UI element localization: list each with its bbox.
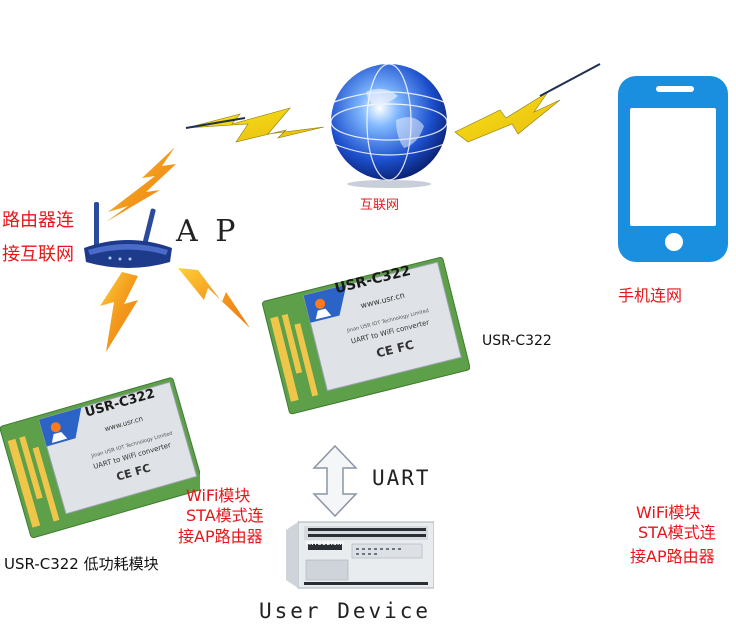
sta-label-right-line2: STA模式连 xyxy=(638,523,716,542)
lightning-bolt-router-bottom xyxy=(100,272,138,352)
ap-label: A P xyxy=(176,214,240,249)
lightning-bolt-router-top xyxy=(106,147,176,222)
user-device-label: User Device xyxy=(259,599,432,623)
wifi-router-icon xyxy=(84,202,172,268)
plc-user-device-icon xyxy=(286,521,434,589)
module-top-label: USR-C322 xyxy=(482,333,552,349)
smartphone-icon xyxy=(618,76,728,262)
sta-label-right-line1: WiFi模块 xyxy=(636,503,701,522)
sta-label-center-line2: STA模式连 xyxy=(186,506,264,525)
wifi-module-bottom xyxy=(0,377,200,539)
uart-label: UART xyxy=(372,466,431,490)
wifi-module-top xyxy=(262,256,470,415)
phone-label: 手机连网 xyxy=(618,286,683,305)
plc-brand: MITSUBISHI xyxy=(306,541,345,547)
internet-globe-icon xyxy=(330,63,448,188)
sta-label-center-line3: 接AP路由器 xyxy=(178,527,263,546)
router-label-line2: 接互联网 xyxy=(2,244,74,265)
internet-label: 互联网 xyxy=(360,198,400,213)
lightning-bolt-internet-left xyxy=(185,107,325,143)
lightning-bolt-internet-right xyxy=(454,63,601,143)
router-label-line1: 路由器连 xyxy=(2,210,74,231)
lightning-bolt-router-module xyxy=(178,268,250,328)
module-bottom-label: USR-C322 低功耗模块 xyxy=(4,555,159,573)
uart-double-arrow-icon xyxy=(312,444,358,518)
sta-label-right-line3: 接AP路由器 xyxy=(630,547,715,566)
sta-label-center-line1: WiFi模块 xyxy=(186,486,251,505)
